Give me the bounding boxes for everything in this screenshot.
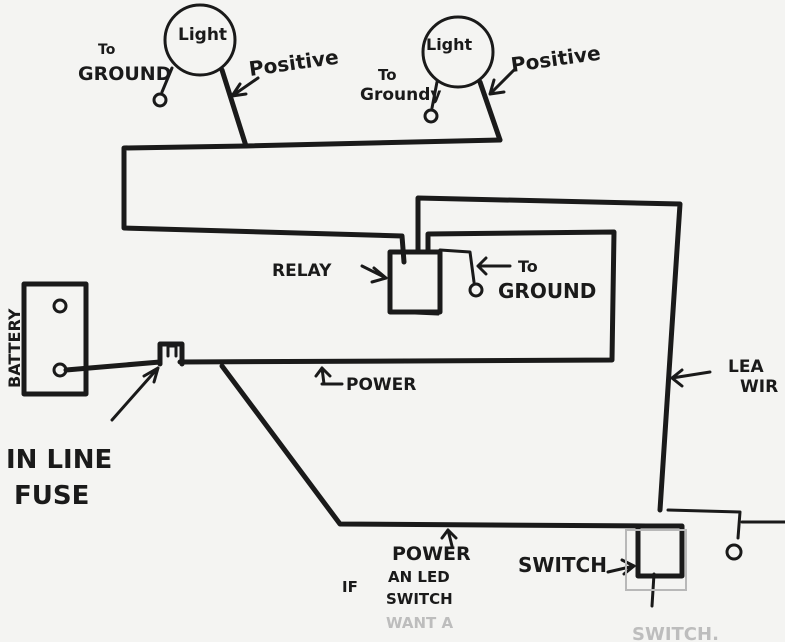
switch-box bbox=[635, 523, 685, 579]
light-right-ground-lead bbox=[430, 80, 439, 110]
light-right-ground-terminal bbox=[423, 108, 439, 124]
label-in-line: IN LINE bbox=[6, 445, 112, 475]
label-battery: BATTERY bbox=[5, 308, 24, 388]
label-relay-to: To bbox=[518, 257, 538, 276]
label-note-2: AN LED bbox=[388, 568, 450, 586]
label-light-right: Light bbox=[426, 35, 473, 54]
light-bus-left-loop bbox=[121, 143, 407, 265]
arrow-relay-ground bbox=[476, 256, 512, 276]
label-note-4: WANT A bbox=[386, 614, 453, 632]
label-lead-2: WIR bbox=[740, 377, 778, 397]
arrow-power-bottom bbox=[440, 528, 458, 548]
label-relay-ground: GROUND bbox=[498, 279, 596, 303]
switch-ground-lead bbox=[666, 508, 742, 540]
arrow-relay bbox=[360, 264, 388, 284]
inline-fuse bbox=[157, 341, 185, 367]
label-relay: RELAY bbox=[272, 261, 332, 281]
light-bus-top bbox=[243, 137, 503, 149]
label-switch: SWITCH bbox=[518, 553, 607, 577]
arrow-switch bbox=[606, 558, 636, 576]
light-right-positive-wire bbox=[477, 79, 503, 143]
label-positive-right: Positive bbox=[509, 41, 602, 77]
label-positive-left: Positive bbox=[247, 45, 340, 81]
label-to-ground-right-1: To bbox=[378, 66, 397, 84]
label-note-1: IF bbox=[342, 578, 358, 596]
label-power-mid: POWER bbox=[346, 375, 416, 395]
battery-positive-wire bbox=[63, 359, 163, 373]
light-left-ground-lead bbox=[160, 66, 174, 94]
relay-ground-terminal bbox=[468, 282, 484, 298]
switch-ground-terminal bbox=[725, 543, 743, 561]
label-faint-switch: SWITCH. bbox=[632, 624, 719, 642]
faint-switch-sketch bbox=[625, 529, 687, 591]
light-left-bulb bbox=[163, 3, 237, 77]
light-right-bulb bbox=[421, 15, 495, 89]
lead-wire-to-relay bbox=[415, 195, 683, 513]
power-to-switch-wire bbox=[219, 363, 649, 529]
arrow-lead-wire bbox=[670, 368, 712, 388]
relay-power-loop bbox=[177, 229, 617, 365]
label-note-3: SWITCH bbox=[386, 590, 453, 608]
battery-box bbox=[21, 281, 89, 397]
label-fuse: FUSE bbox=[14, 481, 89, 511]
label-to-ground-left-2: GROUND bbox=[78, 63, 171, 85]
inline-fuse-element bbox=[166, 344, 178, 358]
label-lead-1: LEA bbox=[728, 357, 764, 377]
relay-ground-lead bbox=[438, 248, 476, 284]
relay-box bbox=[387, 249, 443, 315]
relay-base bbox=[390, 310, 440, 316]
arrow-fuse bbox=[110, 366, 160, 422]
battery-terminal-top bbox=[52, 298, 68, 314]
arrow-positive-right bbox=[488, 68, 516, 96]
label-to-ground-left-1: To bbox=[98, 42, 116, 58]
light-left-positive-wire bbox=[219, 67, 249, 149]
label-light-left: Light bbox=[178, 25, 227, 45]
arrow-positive-left bbox=[230, 76, 260, 98]
label-power-bottom: POWER bbox=[392, 543, 471, 565]
arrow-power-mid bbox=[314, 366, 344, 386]
label-to-ground-right-2: Groundy bbox=[360, 85, 441, 105]
light-left-ground-terminal bbox=[152, 92, 168, 108]
